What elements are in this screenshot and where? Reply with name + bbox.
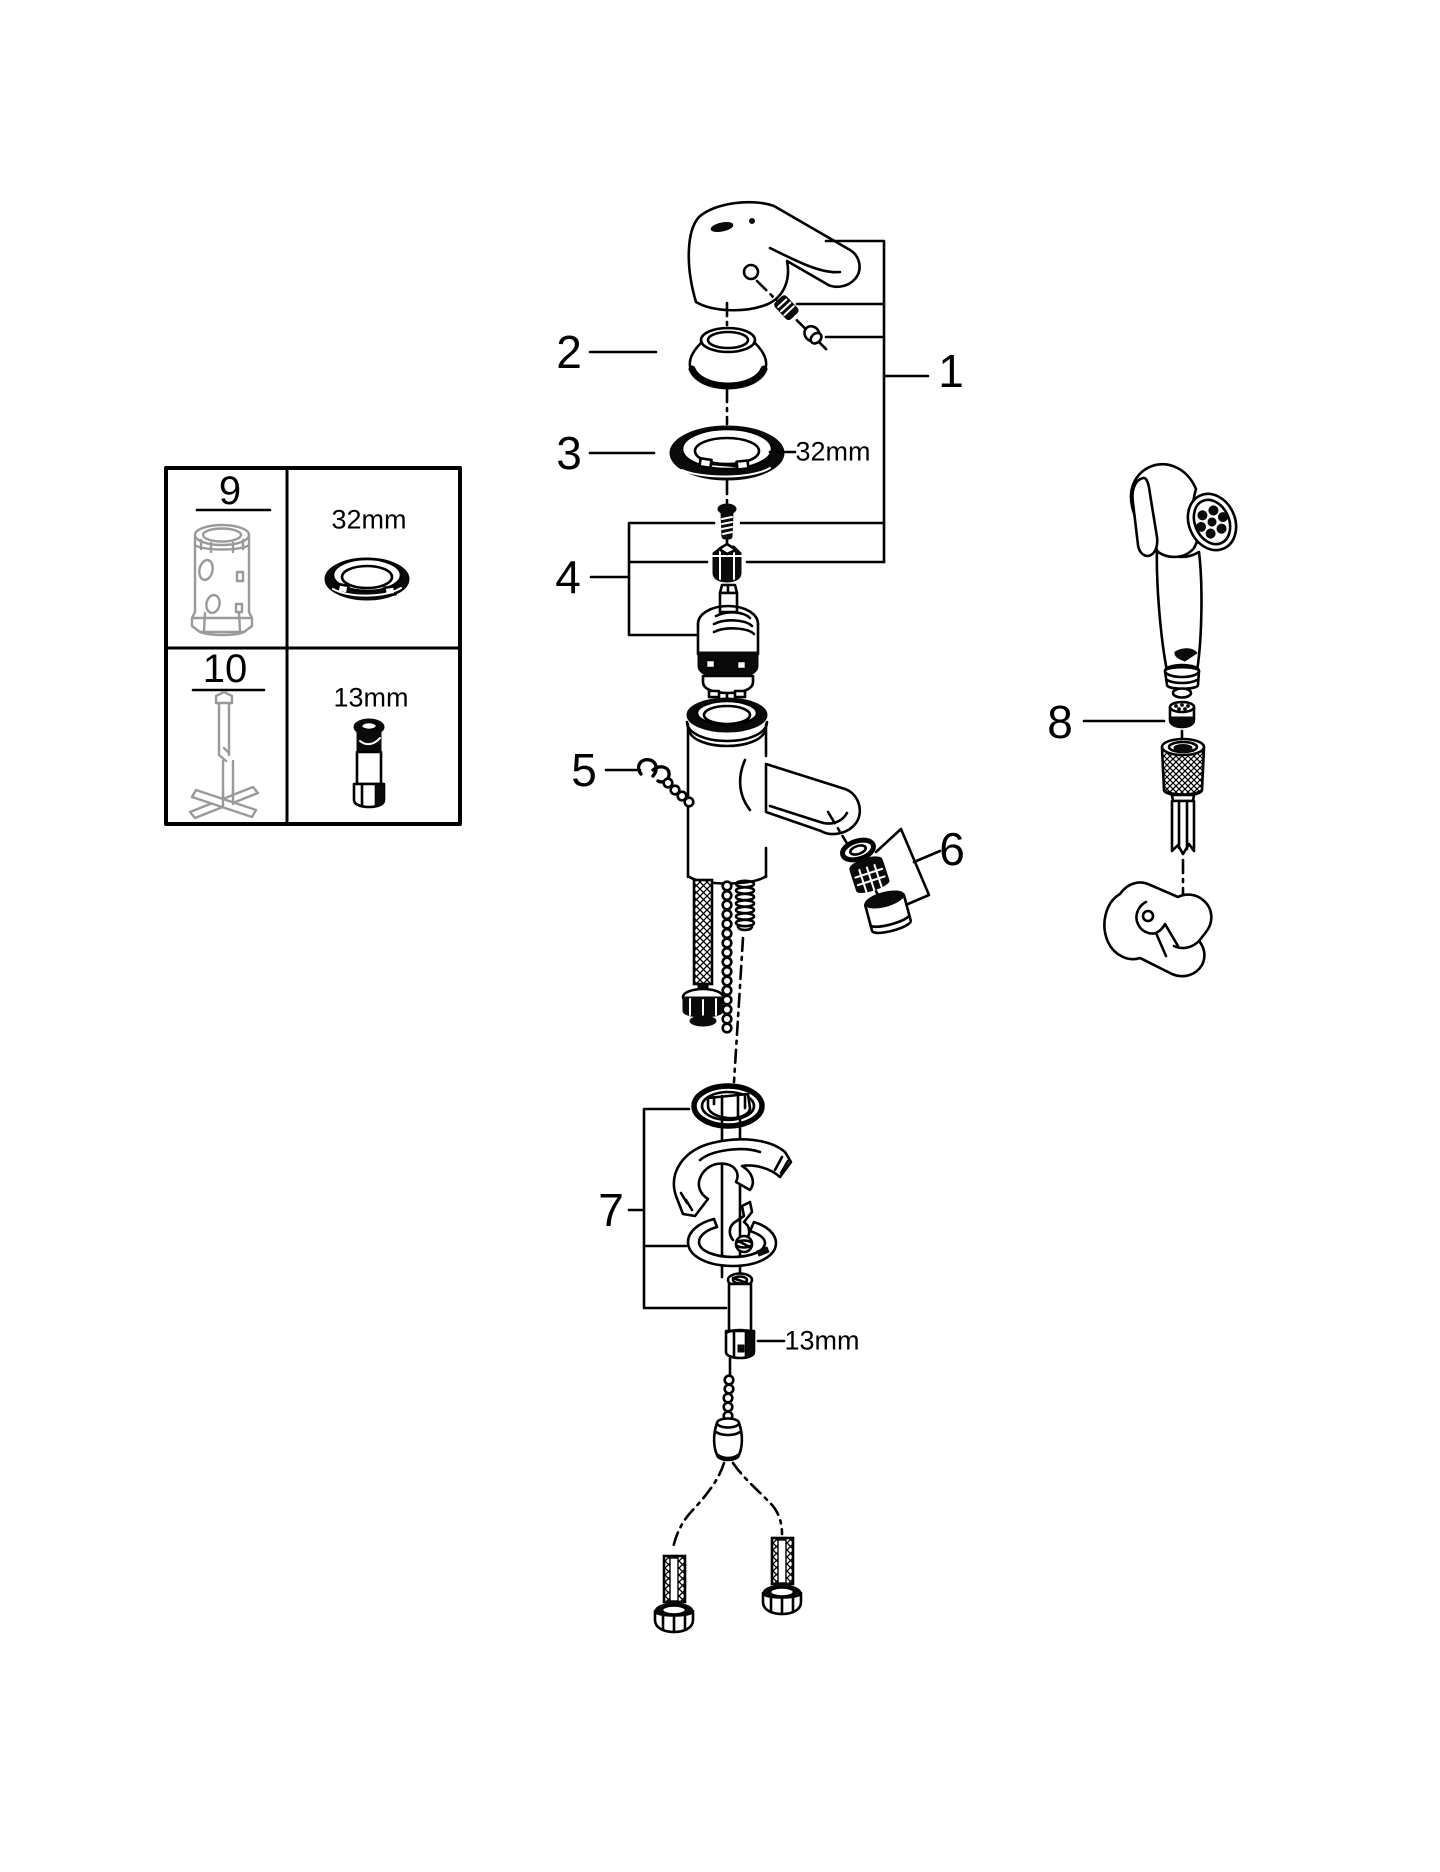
- spray-handle: [1155, 546, 1203, 673]
- legend-stud-13mm: [352, 718, 386, 809]
- legend-13mm-label: 13mm: [333, 682, 409, 713]
- spray-trigger: [1131, 476, 1159, 558]
- wall-holder: [1103, 881, 1213, 978]
- lift-chain: [721, 880, 733, 1034]
- callout-3-label: 3: [556, 427, 582, 479]
- callout-6-bracket: [874, 827, 942, 906]
- legend-32mm-label: 32mm: [331, 504, 407, 535]
- hose-coupling-nut: [1160, 737, 1206, 803]
- hand-spray: [1082, 463, 1238, 978]
- set-screw-hole: [742, 263, 760, 281]
- callout-1-leader: [795, 239, 930, 564]
- dim-32mm-label: 32mm: [795, 436, 871, 467]
- spray-face: [1186, 492, 1238, 552]
- mounting-stud: [724, 1272, 756, 1360]
- spout: [764, 762, 862, 836]
- handle-logo-slot: [710, 221, 734, 233]
- set-screw: [774, 295, 799, 321]
- legend-item-10-number: 10: [202, 647, 248, 691]
- lever-handle: [687, 200, 861, 353]
- dim-13mm-label: 13mm: [784, 1325, 860, 1356]
- callout-5-label: 5: [571, 744, 597, 796]
- callout-2-label: 2: [556, 326, 582, 378]
- retainer-hook: [636, 758, 695, 808]
- base-gasket-ring: [691, 1083, 765, 1129]
- threaded-pull-rod: [734, 879, 756, 932]
- cartridge-screw: [717, 503, 737, 540]
- t-handle-key-tool: [188, 690, 260, 820]
- wedge-gasket: [672, 1138, 793, 1218]
- callout-4-label: 4: [555, 551, 581, 603]
- callout-7-label: 7: [598, 1184, 624, 1236]
- check-valve: [1168, 700, 1196, 729]
- callout-1-label: 1: [938, 345, 964, 397]
- legend-box: [164, 466, 462, 826]
- escutcheon-cap: [688, 326, 768, 390]
- supply-hose: [681, 878, 725, 1027]
- cartridge: [696, 583, 760, 699]
- lever-adapter-nut: [712, 542, 742, 583]
- legend-ring-nut-32mm: [324, 557, 410, 601]
- mounting-set: [627, 1083, 793, 1310]
- socket-wrench-tool: [190, 523, 254, 637]
- spray-hose: [1170, 799, 1196, 856]
- horseshoe-washer: [686, 1200, 778, 1268]
- callout-8-label: 8: [1047, 696, 1073, 748]
- faucet-body: [685, 697, 862, 885]
- chain-and-weight: [671, 1356, 784, 1550]
- ring-nut: [669, 425, 785, 481]
- hose-connector-right: [761, 1536, 803, 1616]
- aerator-housing: [864, 890, 912, 935]
- aerator-washer: [840, 837, 876, 863]
- callout-6-label: 6: [939, 823, 965, 875]
- aerator: [826, 810, 942, 935]
- callout-4-bracket: [589, 521, 886, 637]
- hose-connector-left: [653, 1554, 695, 1634]
- aerator-insert: [849, 856, 890, 893]
- legend-item-9-number: 9: [218, 469, 242, 513]
- callout-7-bracket: [627, 1107, 728, 1310]
- screw-plug: [803, 324, 823, 345]
